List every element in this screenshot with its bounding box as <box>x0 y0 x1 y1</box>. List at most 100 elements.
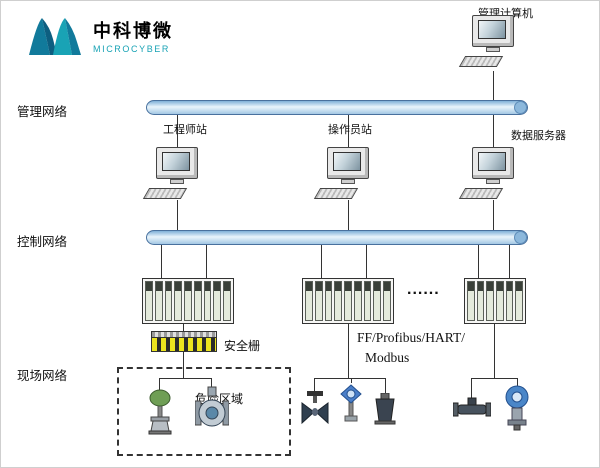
field-branch-line <box>471 378 518 379</box>
monitor-stand <box>486 179 500 184</box>
io-card <box>383 281 392 321</box>
io-card <box>505 281 514 321</box>
screen <box>478 152 506 171</box>
inline-meter-icon <box>452 397 492 424</box>
connector-line <box>177 200 178 230</box>
connector-line <box>206 245 207 278</box>
io-card <box>373 281 382 321</box>
engineer-station-label: 工程师站 <box>163 124 207 136</box>
monitor-stand <box>486 47 500 52</box>
io-card <box>344 281 352 321</box>
management-network-label: 管理网络 <box>17 105 68 119</box>
screen <box>162 152 190 171</box>
logo: 中科博微 MICROCYBER <box>27 15 173 55</box>
connector-line <box>493 200 494 230</box>
controller-rack-3 <box>464 278 526 324</box>
rack-ellipsis: ...... <box>407 281 440 298</box>
logo-subtitle: MICROCYBER <box>93 43 171 54</box>
screen <box>333 152 361 171</box>
pressure-transmitter-icon <box>503 385 531 436</box>
monitor-icon <box>156 147 198 179</box>
io-card <box>305 281 313 321</box>
controller-rack-1 <box>142 278 234 324</box>
control-valve-icon <box>301 391 329 432</box>
monitor-stand <box>170 179 184 184</box>
monitor-icon <box>472 15 514 47</box>
connector-line <box>161 245 162 278</box>
transmitter-icon <box>338 383 364 428</box>
microcyber-logo-icon <box>29 18 81 55</box>
connector-line <box>183 352 184 379</box>
monitor-icon <box>472 147 514 179</box>
io-card <box>476 281 485 321</box>
io-card <box>324 281 333 321</box>
connector-line <box>348 115 349 148</box>
connector-line <box>478 245 479 278</box>
screen <box>478 20 506 39</box>
connector-line <box>321 245 322 278</box>
io-card <box>164 281 173 321</box>
field-network-label: 现场网络 <box>17 369 68 383</box>
data-server-label: 数据服务器 <box>511 130 566 142</box>
data-server-icon <box>458 147 518 201</box>
io-card <box>496 281 504 321</box>
io-card <box>145 281 153 321</box>
io-card <box>515 281 524 321</box>
connector-line <box>348 324 349 378</box>
control-network-label: 控制网络 <box>17 235 68 249</box>
monitor-icon <box>327 147 369 179</box>
logo-text: 中科博微 MICROCYBER <box>93 17 173 54</box>
connector-line <box>509 245 510 278</box>
io-card <box>193 281 202 321</box>
small-valve-icon <box>372 392 398 430</box>
connector-line <box>385 378 386 394</box>
connector-line <box>159 378 160 391</box>
valve-positioner-icon <box>145 389 175 440</box>
operator-station-label: 操作员站 <box>328 124 372 136</box>
operator-station-icon <box>313 147 373 201</box>
flow-meter-icon <box>194 385 230 438</box>
connector-line <box>348 200 349 230</box>
connector-line <box>471 378 472 398</box>
io-card <box>314 281 323 321</box>
logo-title: 中科博微 <box>93 20 173 41</box>
connector-line <box>366 245 367 278</box>
monitor-stand <box>341 179 355 184</box>
io-card <box>334 281 343 321</box>
engineer-station-icon <box>142 147 202 201</box>
keyboard-icon <box>458 188 504 199</box>
controller-rack-2 <box>302 278 394 324</box>
connector-line <box>177 115 178 148</box>
io-card <box>223 281 232 321</box>
keyboard-icon <box>458 56 504 67</box>
io-card <box>154 281 163 321</box>
connector-line <box>211 378 212 387</box>
field-branch-line <box>159 378 212 379</box>
io-card <box>174 281 183 321</box>
connector-line <box>493 115 494 148</box>
connector-line <box>494 324 495 378</box>
fieldbus-label-line1: FF/Profibus/HART/ <box>357 330 465 345</box>
connector-line <box>183 324 184 335</box>
hazard-area-box <box>117 367 291 456</box>
connector-line <box>517 378 518 386</box>
io-card <box>184 281 192 321</box>
connector-line <box>351 378 352 383</box>
connector-line <box>493 71 494 100</box>
io-card <box>486 281 495 321</box>
control-network-bus <box>146 230 528 245</box>
field-branch-line <box>314 378 386 379</box>
io-card <box>353 281 362 321</box>
io-card <box>467 281 475 321</box>
io-card <box>203 281 212 321</box>
management-network-bus <box>146 100 528 115</box>
keyboard-icon <box>313 188 359 199</box>
fieldbus-label-line2: Modbus <box>365 350 410 365</box>
management-computer-icon <box>458 15 518 69</box>
io-card <box>213 281 222 321</box>
safety-barrier-label: 安全栅 <box>224 339 261 353</box>
connector-line <box>314 378 315 392</box>
keyboard-icon <box>142 188 188 199</box>
safety-barrier-icon <box>151 331 217 352</box>
